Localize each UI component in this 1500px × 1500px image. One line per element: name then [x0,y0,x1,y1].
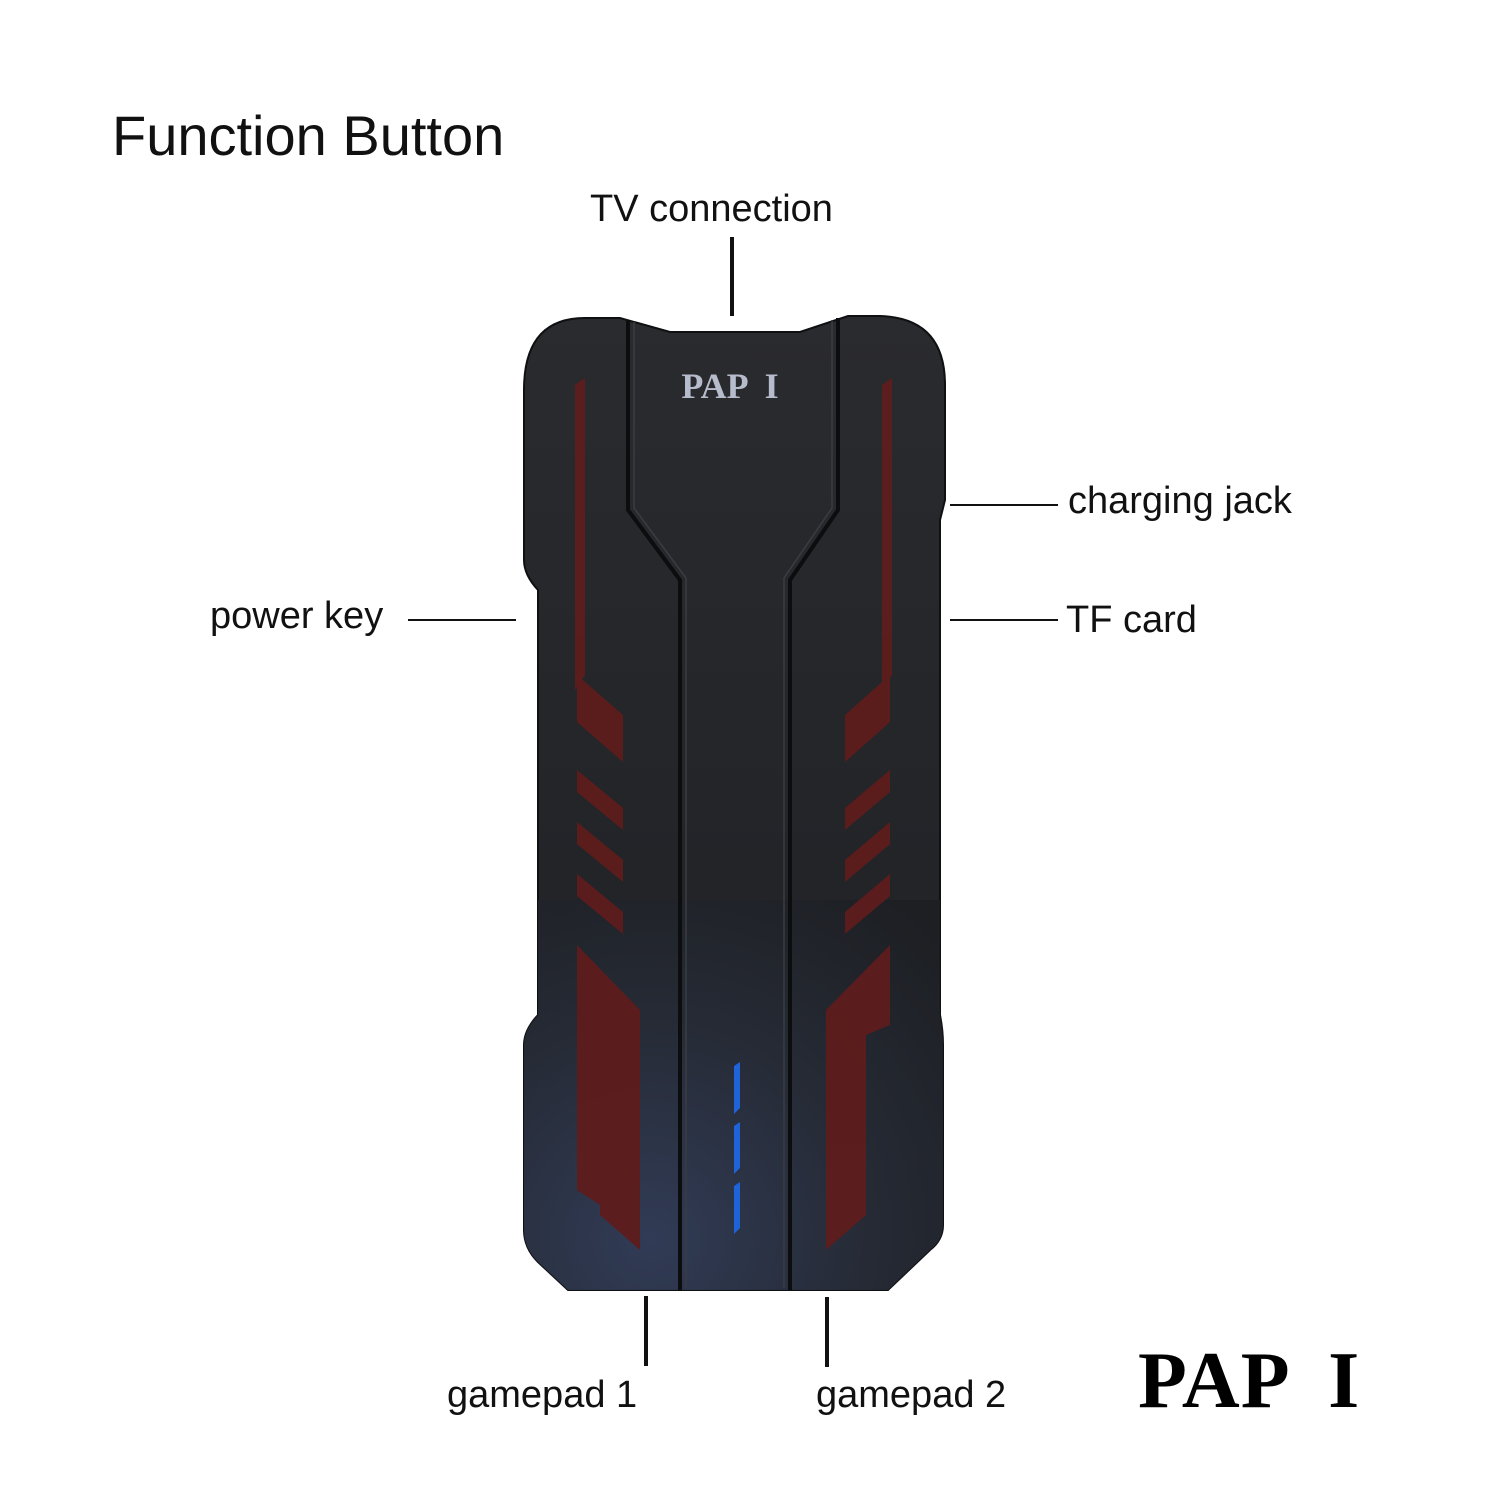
led-2 [734,1122,740,1174]
leader-power-key [408,619,516,621]
device-logo: PAP I [681,366,778,406]
center-groove-right [788,318,840,1290]
label-tf-card: TF card [1066,599,1197,641]
leader-tv-connection [730,237,734,316]
label-power-key: power key [210,595,384,637]
leader-gamepad-1 [644,1296,648,1366]
label-gamepad-2: gamepad 2 [816,1374,1007,1416]
leader-tf-card [950,619,1058,621]
label-tv-connection: TV connection [590,188,833,230]
leader-charging-jack [950,504,1058,506]
led-indicators [734,1062,740,1234]
right-red-accents [826,378,892,1250]
label-gamepad-1: gamepad 1 [447,1374,638,1416]
led-3 [734,1182,740,1234]
left-red-accents [575,378,640,1250]
center-groove-right-highlight [783,320,833,1288]
brand-logo: PAP I [1138,1337,1361,1425]
leader-gamepad-2 [825,1297,829,1367]
center-groove-left [626,320,682,1290]
led-1 [734,1062,740,1114]
center-groove-left-highlight [633,322,687,1288]
label-charging-jack: charging jack [1068,480,1292,522]
page-title: Function Button [112,104,505,167]
